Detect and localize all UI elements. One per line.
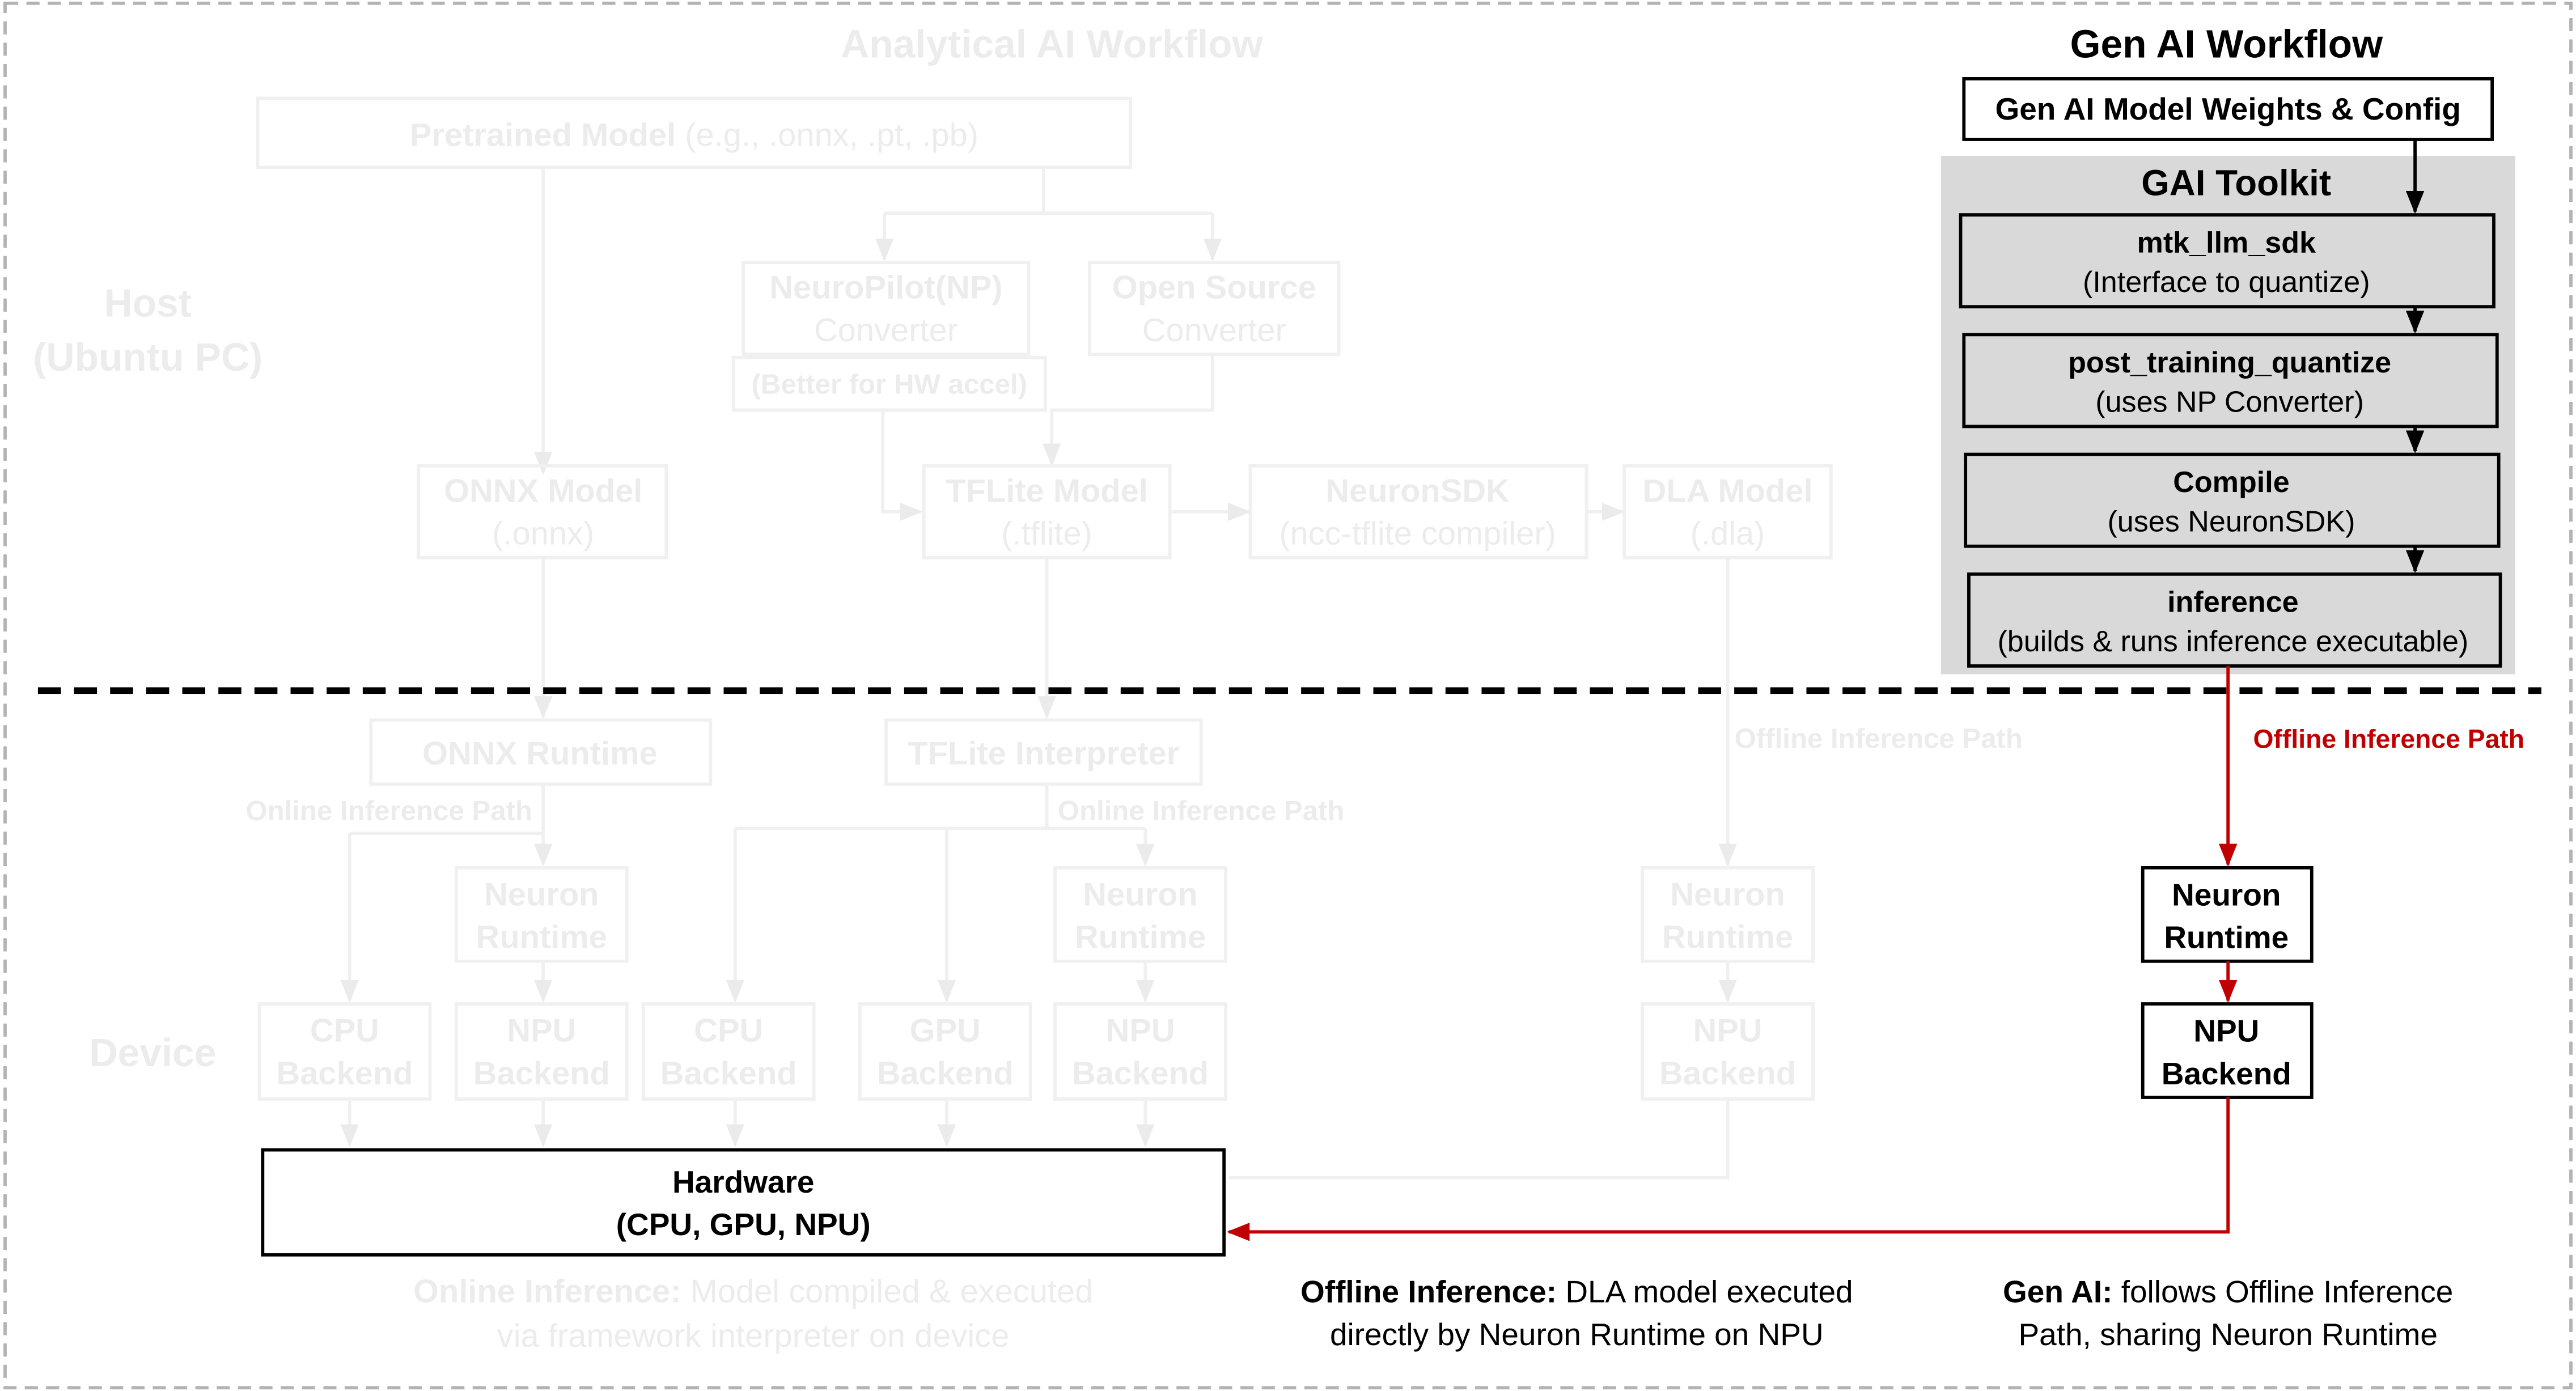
online-path-right-label: Online Inference Path	[1058, 795, 1345, 826]
neuron-runtime-1-line2: Runtime	[476, 919, 607, 956]
genai-npu-backend-line1: NPU	[2193, 1013, 2259, 1049]
tflite-interpreter-label: TFLite Interpreter	[908, 736, 1179, 772]
step-name-post-training-quantize: post_training_quantize	[2068, 346, 2391, 379]
np-converter-note: (Better for HW accel)	[752, 369, 1027, 400]
neuronsdk-line1: NeuronSDK	[1325, 473, 1510, 510]
os-converter-box	[1087, 261, 1341, 356]
hardware-line1: Hardware	[672, 1164, 815, 1199]
online-path-left-label: Online Inference Path	[245, 795, 532, 826]
cpu-backend-1-line1: CPU	[310, 1013, 379, 1049]
tflite-interpreter-box	[884, 718, 1203, 786]
genai-caption-line1: Gen AI: follows Offline Inference	[2003, 1274, 2453, 1309]
genai-title: Gen AI Workflow	[2070, 22, 2383, 66]
npu-backend-box-1	[454, 1002, 629, 1101]
npu-backend-1-line1: NPU	[507, 1013, 576, 1049]
host-label-sub: (Ubuntu PC)	[33, 335, 262, 379]
npu-backend-3-line1: NPU	[1693, 1013, 1762, 1049]
weights-label: Gen AI Model Weights & Config	[1995, 91, 2460, 126]
npu-backend-2-line2: Backend	[1072, 1055, 1209, 1092]
neuron-runtime-2-line2: Runtime	[1075, 919, 1206, 956]
gpu-backend-line2: Backend	[877, 1055, 1014, 1092]
gpu-backend-line1: GPU	[909, 1013, 980, 1049]
genai-neuron-runtime-line1: Neuron	[2172, 877, 2281, 912]
step-box-post-training-quantize	[1962, 333, 2499, 429]
step-box-compile	[1964, 452, 2501, 548]
analytical-title: Analytical AI Workflow	[841, 22, 1264, 66]
hardware-line2: (CPU, GPU, NPU)	[616, 1207, 871, 1242]
weights-box	[1962, 77, 2494, 141]
np-converter-line2: Converter	[814, 312, 958, 349]
os-converter-line2: Converter	[1142, 312, 1286, 349]
offline-path-label: Offline Inference Path	[2253, 724, 2524, 754]
onnx-model-line1: ONNX Model	[444, 473, 642, 510]
npu-backend-box-2	[1053, 1002, 1227, 1101]
online-caption-line1: Online Inference: Model compiled & execu…	[413, 1274, 1093, 1310]
step-name-inference: inference	[2167, 586, 2299, 618]
dla-model-box	[1622, 464, 1833, 559]
genai-npu-backend-line2: Backend	[2162, 1056, 2291, 1091]
device-label: Device	[89, 1030, 216, 1075]
offline-path-faded-label: Offline Inference Path	[1735, 723, 2023, 754]
offline-caption-line1: Offline Inference: DLA model executed	[1300, 1274, 1853, 1309]
neuron-runtime-box-1	[454, 866, 629, 963]
genai-neuron-runtime-box	[2141, 866, 2314, 963]
analytical-boxes	[256, 96, 1833, 1101]
tflite-model-line1: TFLite Model	[946, 473, 1148, 510]
analytical-workflow: Analytical AI Workflow Host (Ubuntu PC) …	[33, 22, 2023, 1354]
npu-backend-box-3	[1641, 1002, 1815, 1101]
step-desc-compile: (uses NeuronSDK)	[2107, 506, 2355, 538]
step-box-inference	[1967, 572, 2502, 668]
step-box-mtk-llm-sdk	[1959, 213, 2496, 309]
cpu-backend-2-line1: CPU	[694, 1013, 763, 1049]
neuronsdk-line2: (ncc-tflite compiler)	[1279, 516, 1556, 552]
pretrained-model-box	[256, 96, 1133, 169]
outer-frame	[3, 1, 2573, 1390]
onnx-runtime-box	[369, 718, 713, 786]
hardware-box	[261, 1148, 1226, 1257]
dla-model-line1: DLA Model	[1643, 473, 1813, 510]
neuron-runtime-box-3	[1641, 866, 1815, 963]
tflite-model-box	[922, 464, 1172, 559]
npu-backend-3-line2: Backend	[1659, 1055, 1796, 1092]
neuron-runtime-2-line1: Neuron	[1083, 876, 1198, 913]
step-name-compile: Compile	[2173, 466, 2289, 499]
step-desc-post-training-quantize: (uses NP Converter)	[2095, 385, 2364, 418]
neuron-runtime-1-line1: Neuron	[484, 876, 599, 913]
np-converter-note-box	[731, 355, 1047, 412]
step-desc-inference: (builds & runs inference executable)	[1997, 625, 2468, 658]
npu-backend-1-line2: Backend	[473, 1055, 610, 1092]
host-label: Host	[104, 281, 192, 325]
gai-toolkit-title: GAI Toolkit	[2141, 163, 2331, 203]
os-converter-line1: Open Source	[1112, 270, 1316, 306]
online-caption-line2: via framework interpreter on device	[497, 1318, 1010, 1354]
dla-model-line2: (.dla)	[1690, 516, 1765, 552]
genai-caption-line2: Path, sharing Neuron Runtime	[2018, 1317, 2437, 1352]
genai-workflow: Gen AI Workflow Gen AI Model Weights & C…	[1226, 22, 2524, 1241]
cpu-backend-2-line2: Backend	[660, 1055, 797, 1092]
genai-npu-backend-box	[2141, 1002, 2314, 1099]
offline-caption-line2: directly by Neuron Runtime on NPU	[1330, 1317, 1824, 1352]
tflite-model-line2: (.tflite)	[1001, 516, 1092, 552]
np-converter-box	[742, 261, 1031, 356]
cpu-backend-1-line2: Backend	[276, 1055, 413, 1092]
pretrained-model-label: Pretrained Model (e.g., .onnx, .pt, .pb)	[410, 117, 978, 154]
neuron-runtime-3-line2: Runtime	[1662, 919, 1793, 956]
onnx-model-box	[417, 464, 668, 559]
step-desc-mtk-llm-sdk: (Interface to quantize)	[2083, 266, 2370, 299]
npu-backend-2-line1: NPU	[1105, 1013, 1175, 1049]
neuron-runtime-box-2	[1053, 866, 1227, 963]
neuron-runtime-3-line1: Neuron	[1670, 876, 1785, 913]
step-name-mtk-llm-sdk: mtk_llm_sdk	[2137, 227, 2317, 260]
cpu-backend-box-1	[257, 1002, 432, 1101]
cpu-backend-box-2	[641, 1002, 816, 1101]
onnx-model-line2: (.onnx)	[492, 516, 594, 552]
np-converter-line1: NeuroPilot(NP)	[769, 270, 1002, 306]
neuronsdk-box	[1248, 464, 1588, 559]
onnx-runtime-label: ONNX Runtime	[422, 736, 658, 772]
gpu-backend-box	[858, 1002, 1032, 1101]
analytical-connectors	[350, 167, 1737, 1180]
npu-to-hardware-arrow	[1226, 1097, 2230, 1241]
genai-neuron-runtime-line2: Runtime	[2164, 920, 2289, 955]
